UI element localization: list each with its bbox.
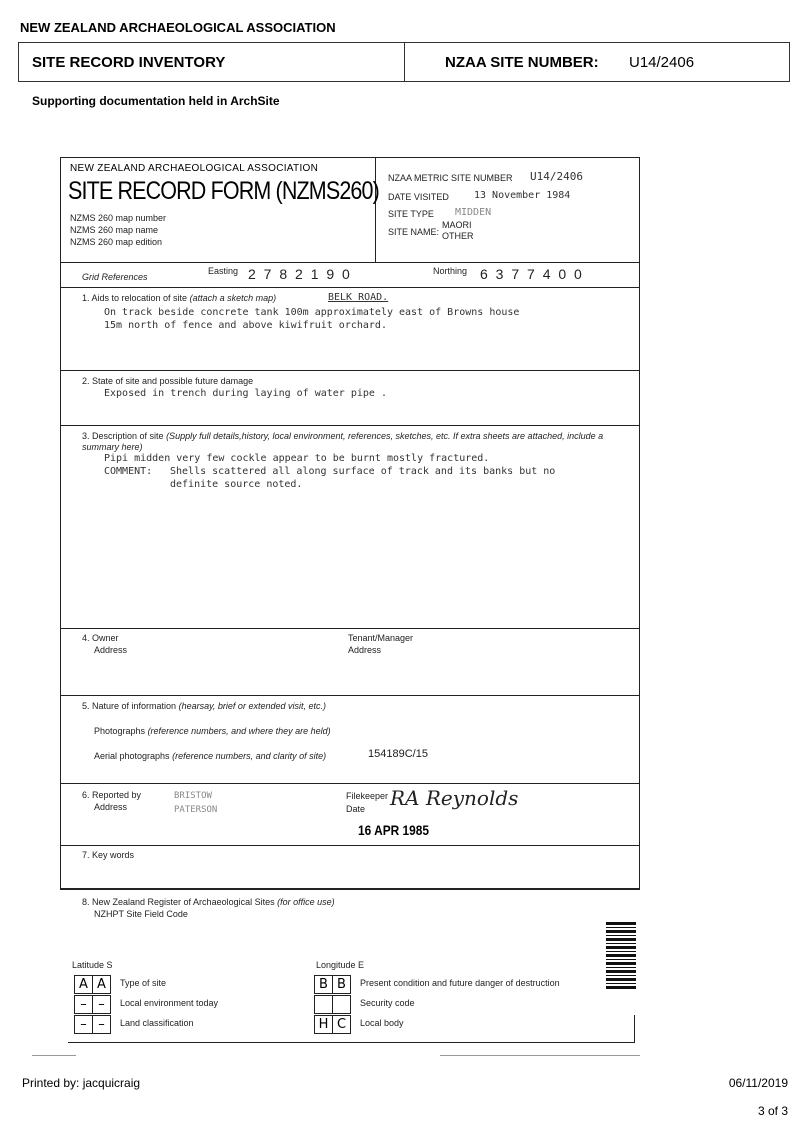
s5-aerial-value: 154189C/15 [368, 748, 428, 760]
s6-filekeeper: Filekeeper [346, 791, 389, 801]
date-visited-label: DATE VISITED [388, 192, 449, 202]
s6-address-value: PATERSON [174, 805, 218, 815]
code-label: Local body [360, 1018, 404, 1028]
code-cell: B [314, 975, 333, 994]
code-cell: A [92, 975, 111, 994]
site-name-1: MAORI [442, 220, 472, 230]
metric-value: U14/2406 [530, 170, 583, 183]
scanned-form [60, 157, 640, 890]
s2-text: Exposed in trench during laying of water… [104, 388, 387, 399]
site-type: MIDDEN [455, 207, 492, 218]
s1-label: 1. Aids to relocation of site (attach a … [82, 293, 277, 303]
s8-label: 8. New Zealand Register of Archaeologica… [82, 897, 335, 907]
easting-value: 2 7 8 2 1 9 0 [248, 266, 352, 282]
code-label: Land classification [120, 1018, 194, 1028]
code-cell: A [74, 975, 93, 994]
date-visited: 13 November 1984 [474, 190, 571, 201]
s8-code: NZHPT Site Field Code [94, 909, 188, 919]
code-cell: – [74, 995, 93, 1014]
barcode [606, 922, 636, 990]
site-name-2: OTHER [442, 231, 474, 241]
s3-line1: Pipi midden very few cockle appear to be… [104, 453, 490, 464]
site-type-label: SITE TYPE [388, 209, 434, 219]
code-cell [314, 995, 333, 1014]
code-cell: B [332, 975, 351, 994]
s6-address: Address [94, 802, 128, 812]
inventory-title: SITE RECORD INVENTORY [32, 54, 226, 71]
code-cell: C [332, 1015, 351, 1034]
code-label: Type of site [120, 978, 167, 988]
s3-line2: Shells scattered all along surface of tr… [170, 466, 556, 477]
s2-label: 2. State of site and possible future dam… [82, 376, 254, 386]
form-org: NEW ZEALAND ARCHAEOLOGICAL ASSOCIATION [70, 163, 319, 174]
s5-photos: Photographs (reference numbers, and wher… [94, 726, 331, 736]
code-cell: – [74, 1015, 93, 1034]
map-name-label: NZMS 260 map name [70, 225, 159, 235]
code-label: Security code [360, 998, 415, 1008]
inventory-header-box: SITE RECORD INVENTORY NZAA SITE NUMBER: … [18, 42, 790, 82]
s3-line3: definite source noted. [170, 479, 303, 490]
page-number: 3 of 3 [757, 1104, 788, 1118]
latitude-label: Latitude S [72, 960, 113, 970]
map-edition-label: NZMS 260 map edition [70, 237, 163, 247]
s6-reported: 6. Reported by [82, 790, 142, 800]
s5-aerial: Aerial photographs (reference numbers, a… [94, 751, 327, 761]
northing-value: 6 3 7 7 4 0 0 [480, 266, 584, 282]
s6-date: 16 APR 1985 [358, 822, 430, 838]
s7-label: 7. Key words [82, 850, 135, 860]
code-cell: – [92, 995, 111, 1014]
printed-by: Printed by: jacquicraig [22, 1076, 141, 1090]
s4-owner: 4. Owner [82, 633, 119, 643]
code-label: Present condition and future danger of d… [360, 978, 560, 988]
metric-label: NZAA METRIC SITE NUMBER [388, 173, 513, 183]
code-cell: H [314, 1015, 333, 1034]
s3-label: 3. Description of site (Supply full deta… [82, 431, 604, 452]
form-title: SITE RECORD FORM (NZMS260) [68, 177, 380, 205]
org-header: NEW ZEALAND ARCHAEOLOGICAL ASSOCIATION [20, 20, 336, 35]
s6-date-label: Date [346, 804, 366, 814]
code-cell: – [92, 1015, 111, 1034]
s5-label: 5. Nature of information (hearsay, brief… [82, 701, 326, 711]
site-name-label: SITE NAME: [388, 227, 440, 237]
s3-comment-label: COMMENT: [104, 466, 153, 477]
s4-tenant: Tenant/Manager [348, 633, 414, 643]
s6-name: BRISTOW [174, 791, 212, 801]
code-label: Local environment today [120, 998, 219, 1008]
supporting-doc-note: Supporting documentation held in ArchSit… [32, 94, 280, 108]
s1-text: On track beside concrete tank 100m appro… [104, 307, 520, 331]
site-number: U14/2406 [629, 54, 695, 71]
longitude-label: Longitude E [316, 960, 365, 970]
site-number-label: NZAA SITE NUMBER: [445, 54, 599, 71]
map-number-label: NZMS 260 map number [70, 213, 167, 223]
grid-ref-label: Grid References [82, 272, 148, 282]
northing-label: Northing [433, 266, 468, 276]
code-cell [332, 995, 351, 1014]
easting-label: Easting [208, 266, 239, 276]
s4-tenant-address: Address [348, 645, 382, 655]
print-date: 06/11/2019 [728, 1076, 788, 1090]
s4-address: Address [94, 645, 128, 655]
s1-road: BELK ROAD. [328, 292, 389, 303]
filekeeper-signature: RA Reynolds [390, 786, 519, 810]
